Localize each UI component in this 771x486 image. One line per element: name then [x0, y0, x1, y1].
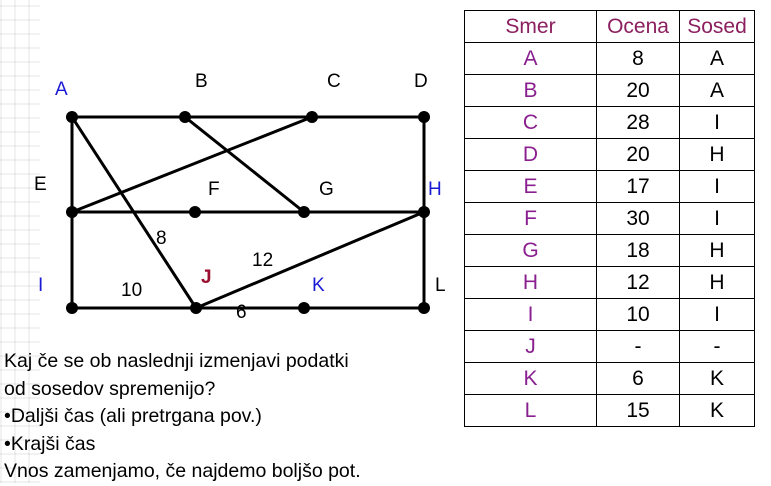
cell-estimate: 20 [596, 74, 680, 107]
edge-e-c [70, 115, 314, 214]
cell-estimate: 8 [596, 42, 680, 75]
node-g-dot [298, 206, 310, 218]
edge-weight-i-j: 10 [121, 280, 142, 301]
node-label-l: L [435, 275, 446, 296]
cell-destination: H [464, 266, 597, 299]
cell-neighbor: I [679, 298, 755, 331]
cell-destination: F [464, 202, 597, 235]
node-f-dot [189, 206, 201, 218]
cell-destination: L [464, 394, 597, 427]
node-label-e: E [34, 174, 47, 195]
node-label-f: F [208, 179, 220, 200]
cell-destination: J [464, 330, 597, 363]
node-label-d: D [414, 71, 428, 92]
node-c-dot [306, 111, 318, 123]
node-label-i: I [38, 275, 43, 296]
cell-estimate: 20 [596, 138, 680, 171]
cell-estimate: 18 [596, 234, 680, 267]
edge-a-j [70, 115, 198, 310]
table-header-row: Smer Ocena Sosed [464, 10, 755, 43]
node-label-h: H [428, 179, 442, 200]
cell-destination: I [464, 298, 597, 331]
explanation-text: Kaj če se ob naslednji izmenjavi podatki… [4, 348, 454, 486]
node-i-dot [66, 302, 78, 314]
cell-neighbor: H [679, 138, 755, 171]
note-line: Kaj če se ob naslednji izmenjavi podatki [4, 350, 349, 372]
cell-estimate: 30 [596, 202, 680, 235]
node-d-dot [418, 111, 430, 123]
edge-weight-j-k: 6 [236, 302, 247, 323]
node-label-a: A [55, 79, 68, 100]
cell-neighbor: A [679, 74, 755, 107]
network-diagram: A B C D E F G H I J K L 8 12 10 6 [34, 71, 446, 323]
edge-j-h [194, 210, 426, 310]
cell-estimate: 28 [596, 106, 680, 139]
table-row: J-- [464, 330, 755, 363]
cell-destination: B [464, 74, 597, 107]
cell-neighbor: K [679, 362, 755, 395]
node-label-j: J [201, 267, 212, 288]
cell-neighbor: I [679, 170, 755, 203]
cell-destination: G [464, 234, 597, 267]
column-header-estimate: Ocena [596, 10, 680, 43]
cell-neighbor: I [679, 106, 755, 139]
decorative-side-pattern [0, 0, 40, 483]
edge-weight-j-a: 8 [156, 228, 167, 249]
node-h-dot [418, 206, 430, 218]
cell-estimate: 10 [596, 298, 680, 331]
note-line: •Daljši čas (ali pretrgana pov.) [4, 405, 262, 427]
cell-neighbor: H [679, 234, 755, 267]
cell-neighbor: K [679, 394, 755, 427]
column-header-destination: Smer [464, 10, 597, 43]
cell-destination: K [464, 362, 597, 395]
cell-estimate: - [596, 330, 680, 363]
node-l-dot [418, 302, 430, 314]
node-a-dot [66, 111, 78, 123]
cell-neighbor: H [679, 266, 755, 299]
column-header-neighbor: Sosed [679, 10, 755, 43]
cell-neighbor: - [679, 330, 755, 363]
cell-estimate: 12 [596, 266, 680, 299]
cell-neighbor: A [679, 42, 755, 75]
note-line: od sosedov spremenijo? [4, 377, 216, 400]
cell-estimate: 15 [596, 394, 680, 427]
edge-weight-j-h: 12 [252, 250, 273, 271]
cell-neighbor: I [679, 202, 755, 235]
node-label-c: C [327, 71, 341, 92]
node-j-dot [190, 302, 202, 314]
node-label-g: G [319, 179, 334, 200]
node-label-k: K [312, 275, 325, 296]
node-b-dot [179, 111, 191, 123]
cell-destination: A [464, 42, 597, 75]
cell-destination: C [464, 106, 597, 139]
note-line: Vnos zamenjamo, če najdemo boljšo pot. [4, 460, 361, 482]
node-k-dot [298, 302, 310, 314]
cell-destination: E [464, 170, 597, 203]
cell-estimate: 17 [596, 170, 680, 203]
node-e-dot [66, 206, 78, 218]
edge-b-g [183, 115, 306, 214]
cell-destination: D [464, 138, 597, 171]
node-label-b: B [195, 71, 208, 92]
cell-estimate: 6 [596, 362, 680, 395]
note-line: •Krajši čas [4, 432, 96, 455]
